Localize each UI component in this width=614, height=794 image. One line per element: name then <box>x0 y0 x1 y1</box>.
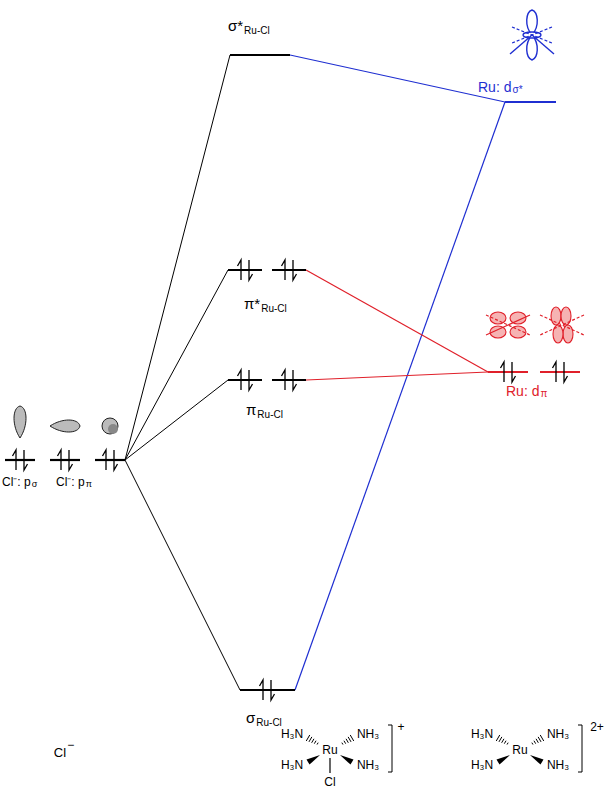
orbital-label: NH₃ <box>357 759 379 771</box>
axis-line <box>532 35 554 54</box>
orbital-label: σ <box>246 710 255 725</box>
hashed-bond <box>496 735 500 741</box>
orbital-label: H₃N <box>471 759 493 771</box>
energy-level <box>5 459 35 461</box>
wedge-bond <box>306 755 320 765</box>
orbital-label: π <box>246 402 256 417</box>
axis-line <box>510 35 532 54</box>
hashed-bond <box>309 737 312 742</box>
hashed-bond <box>350 735 354 741</box>
orbital-subscript: − <box>67 739 74 751</box>
electron-pair <box>282 370 297 390</box>
orbital-label: H₃N <box>281 759 303 771</box>
electron-pair <box>238 370 253 390</box>
electron-pair <box>103 450 118 470</box>
correlation-line <box>125 460 240 690</box>
hashed-bond <box>507 743 508 745</box>
correlation-line <box>125 380 228 460</box>
orbital-label: Cl <box>54 746 66 759</box>
hashed-bond <box>504 741 506 744</box>
orbital-subscript: Ru-Cl <box>257 410 283 420</box>
axis-line <box>540 315 584 335</box>
axis-line <box>486 315 530 335</box>
orbital-subscript: σ <box>32 480 38 489</box>
orbital-label: Ru: d <box>478 80 511 94</box>
hashed-bond <box>534 741 536 744</box>
hashed-bond <box>314 741 316 744</box>
hashed-bond <box>499 737 502 742</box>
energy-level <box>230 54 290 56</box>
orbital-label: 2+ <box>590 721 604 733</box>
electron-pair <box>282 260 297 280</box>
orbital-label: Ru <box>512 744 527 756</box>
hashed-bond <box>348 737 351 742</box>
energy-level <box>50 459 80 461</box>
electron-pair <box>13 450 28 470</box>
hashed-bond <box>540 735 544 741</box>
orbital-label: NH₃ <box>547 759 569 771</box>
orbital-label: Cl⁻: p <box>2 476 31 488</box>
orbital-subscript: σ* <box>512 85 522 95</box>
electron-pair <box>58 450 73 470</box>
orbital-subscript: π <box>540 389 547 399</box>
correlation-line <box>306 270 488 372</box>
hashed-bond <box>312 739 314 743</box>
energy-level <box>272 379 306 381</box>
electron-pair <box>238 260 253 280</box>
d-pi-orbital-icon <box>551 307 573 343</box>
energy-level <box>228 379 262 381</box>
orbital-subscript: π <box>86 480 92 489</box>
hashed-bond <box>306 735 310 741</box>
orbital-label: Ru <box>322 744 337 756</box>
axis-line <box>540 315 584 335</box>
axis-line <box>486 315 530 335</box>
hashed-bond <box>536 739 538 743</box>
orbital-subscript: Ru-Cl <box>244 26 270 36</box>
orbital-label: NH₃ <box>357 728 379 740</box>
hashed-bond <box>538 737 541 742</box>
orbital-label: H₃N <box>281 728 303 740</box>
orbital-label: H₃N <box>471 728 493 740</box>
wedge-bond <box>340 755 354 765</box>
hashed-bond <box>502 739 504 743</box>
energy-level <box>540 371 580 373</box>
energy-level <box>272 269 306 271</box>
hashed-bond <box>532 743 533 745</box>
energy-level <box>95 459 125 461</box>
electron-pair <box>260 680 275 700</box>
correlation-line <box>295 102 505 690</box>
electron-pair <box>553 362 568 382</box>
energy-level <box>228 269 262 271</box>
correlation-line <box>125 55 230 460</box>
orbital-label: Cl <box>324 776 335 788</box>
p-orbital-icons <box>14 406 118 438</box>
orbital-label: σ* <box>228 18 243 33</box>
correlation-line <box>290 55 505 102</box>
hashed-bond <box>317 743 318 745</box>
orbital-label: Ru: d <box>506 384 539 398</box>
correlation-line <box>306 372 488 380</box>
wedge-bond <box>530 755 544 765</box>
energy-level <box>488 371 528 373</box>
hashed-bond <box>342 743 343 745</box>
orbital-label: NH₃ <box>547 728 569 740</box>
correlation-line <box>125 270 228 460</box>
hashed-bond <box>344 741 346 744</box>
energy-level <box>505 101 556 103</box>
energy-level <box>240 689 295 691</box>
single-bond <box>329 758 330 773</box>
orbital-subscript: Ru-Cl <box>261 304 287 314</box>
electron-pair <box>501 362 516 382</box>
wedge-bond <box>496 755 510 765</box>
complex-bracket <box>578 725 582 772</box>
orbital-label: Cl⁻: p <box>56 476 85 488</box>
orbital-label: π* <box>244 296 260 311</box>
hashed-bond <box>346 739 348 743</box>
orbital-subscript: Ru-Cl <box>256 718 282 728</box>
orbital-label: + <box>397 721 404 733</box>
complex-bracket <box>388 725 392 772</box>
